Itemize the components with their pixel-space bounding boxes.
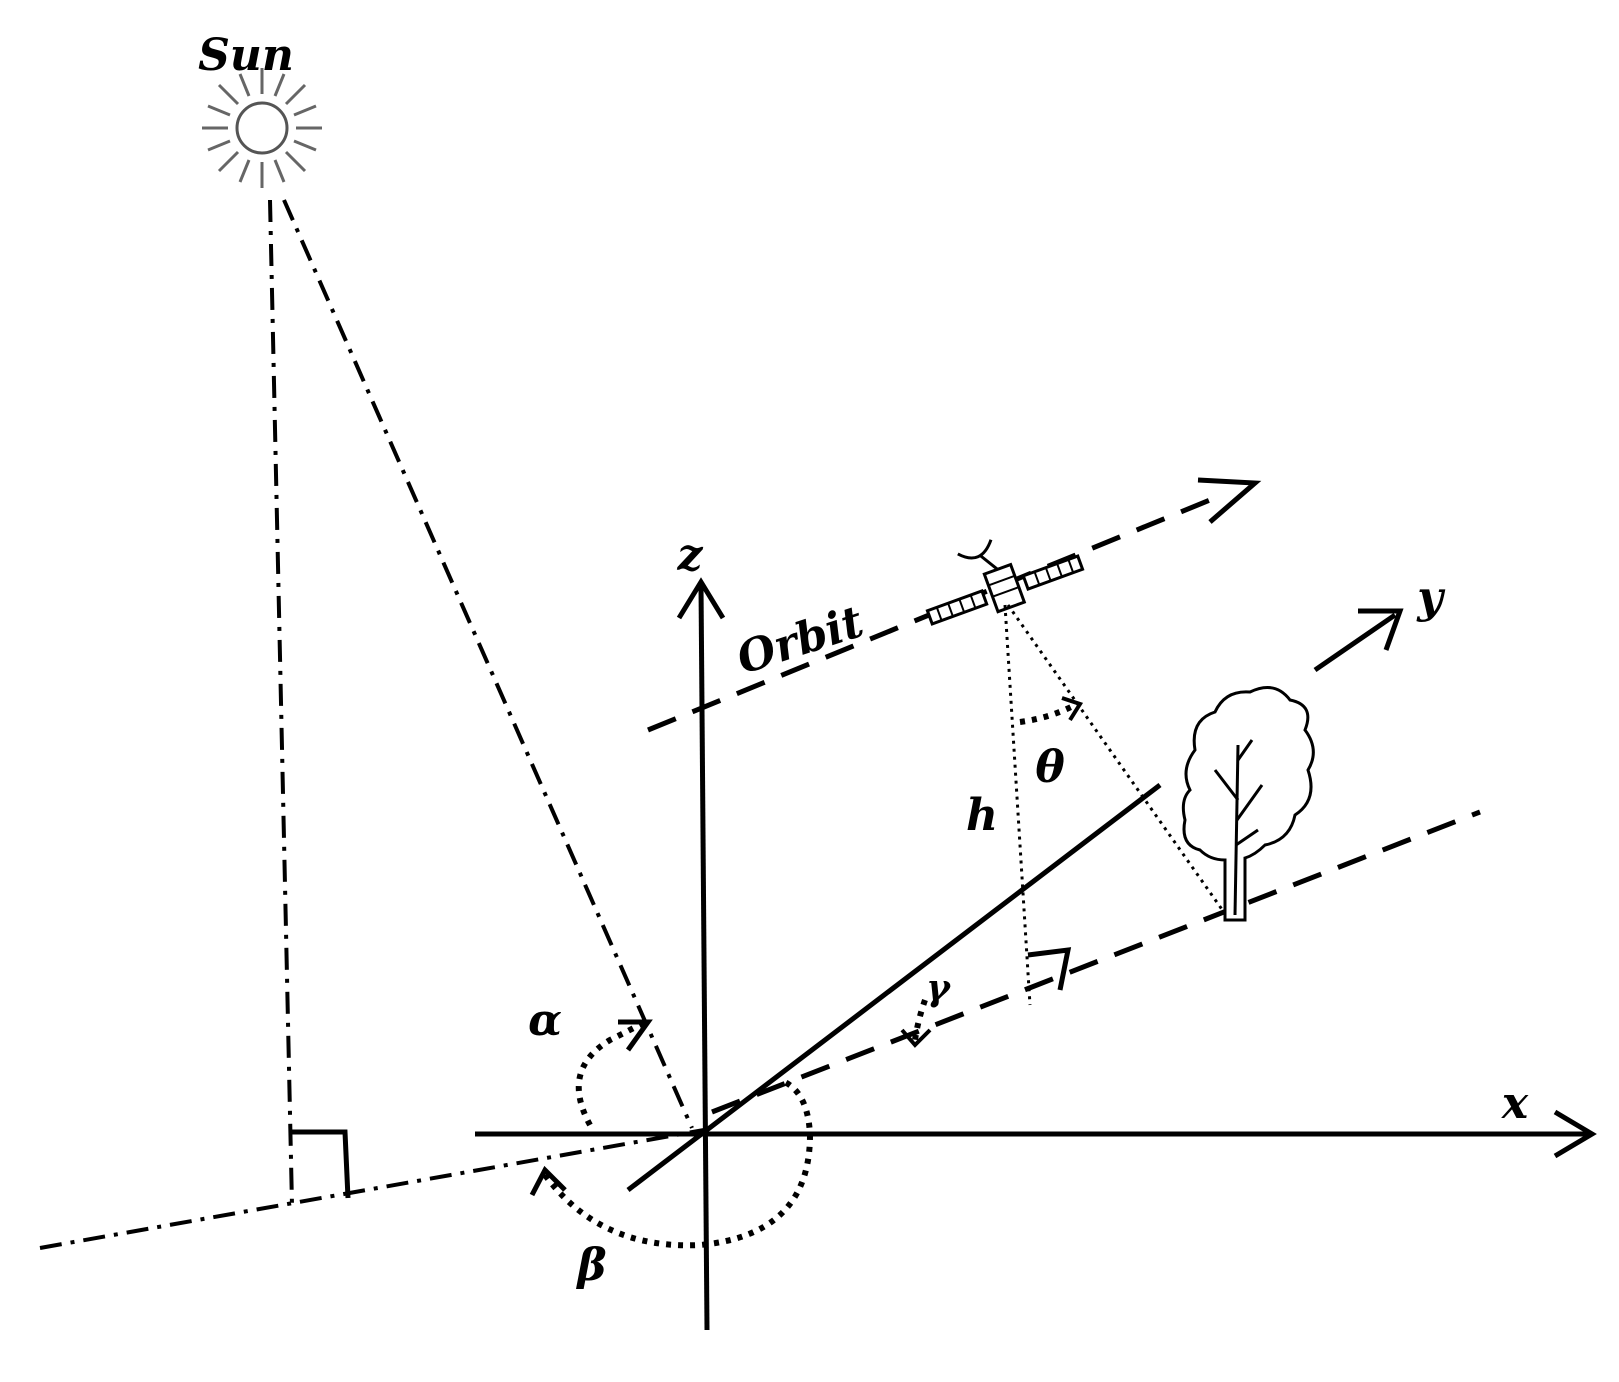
x-axis-arrowhead [1553,1109,1597,1159]
sun-vertical-line [268,199,294,1206]
y-axis-arrow-shaft [1313,612,1397,673]
orbit-label: Orbit [731,596,870,684]
theta-arc [1019,702,1077,725]
gamma-arrowhead [900,1028,932,1048]
y-axis-label: y [1416,572,1446,623]
theta-label: θ [1035,742,1065,793]
beta-label: β [575,1240,606,1291]
z-axis [698,584,710,1331]
alpha-arrowhead [618,1019,653,1052]
satellite-icon [925,539,1085,626]
height-line [1003,604,1032,1006]
right-angle-marker-ground [1027,947,1072,991]
gamma-label: γ [926,967,952,1009]
y-axis-arrowhead [1358,608,1404,651]
z-axis-label: z [677,530,704,581]
x-axis-label: x [1501,1078,1529,1129]
gamma-arc [912,999,928,1041]
right-angle-marker-sun [292,1129,351,1199]
sun-ray-line [282,199,694,1129]
z-axis-arrowhead [676,577,726,620]
y-axis [626,783,1162,1192]
alpha-arc [575,1019,647,1127]
beta-arc [542,1077,814,1249]
sun-icon [202,68,322,188]
tree-icon [1181,686,1315,922]
orbit-arrowhead [1197,477,1262,524]
alpha-label: α [528,995,562,1046]
height-label: h [966,790,998,841]
ground-track-dashed-line [711,809,1481,1115]
sun-ground-projection-line [39,1128,705,1250]
sun-label: Sun [198,30,294,81]
theta-arrowhead [1061,696,1084,722]
beta-arrowhead [529,1165,567,1197]
